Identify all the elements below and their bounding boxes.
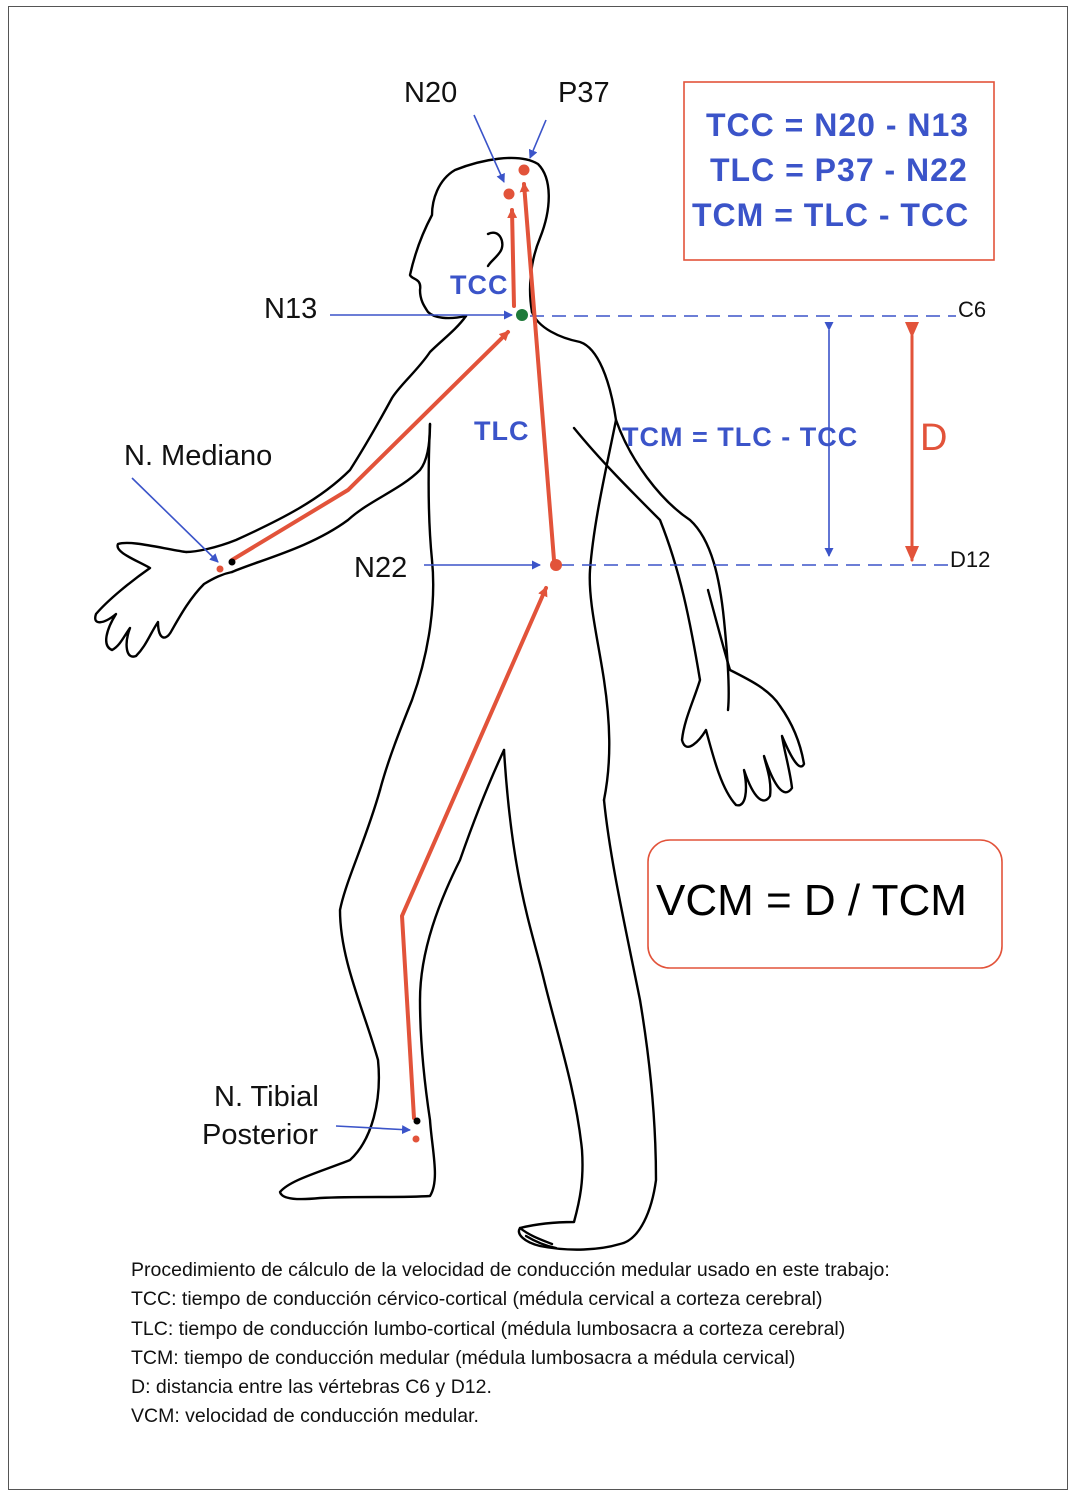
back-leg-outline bbox=[504, 750, 656, 1250]
caption-tcc: TCC: tiempo de conducción cérvico-cortic… bbox=[131, 1285, 1031, 1314]
n-tibial-label: N. Tibial bbox=[214, 1081, 319, 1113]
tcm-equation-label: TCM = TLC - TCC bbox=[622, 422, 858, 452]
n20-point bbox=[504, 189, 515, 200]
torso-back-outline bbox=[590, 420, 616, 800]
p37-point bbox=[519, 165, 530, 176]
vcm-box: VCM = D / TCM bbox=[648, 840, 1002, 968]
n-tibial-posterior-label: Posterior bbox=[202, 1119, 318, 1151]
front-arm-upper-outline bbox=[186, 316, 466, 552]
back-shoulder-outline bbox=[532, 312, 729, 710]
d-label: D bbox=[920, 417, 947, 459]
n20-pointer bbox=[474, 115, 504, 182]
tlc-label: TLC bbox=[474, 416, 529, 446]
n13-label: N13 bbox=[264, 293, 317, 325]
n-tibial-pointer bbox=[336, 1126, 410, 1130]
caption-tcm: TCM: tiempo de conducción medular (médul… bbox=[131, 1344, 1031, 1373]
formula-tcm: TCM = TLC - TCC bbox=[692, 197, 969, 233]
tibial-nerve-path bbox=[402, 588, 546, 1118]
formula-tcc: TCC = N20 - N13 bbox=[706, 107, 969, 143]
caption-title: Procedimiento de cálculo de la velocidad… bbox=[131, 1256, 1031, 1285]
n22-point bbox=[550, 559, 562, 571]
caption-tlc: TLC: tiempo de conducción lumbo-cortical… bbox=[131, 1315, 1031, 1344]
c6-label: C6 bbox=[958, 297, 986, 322]
n20-label: N20 bbox=[404, 77, 457, 109]
ear-outline bbox=[488, 233, 502, 266]
formula-box: TCC = N20 - N13 TLC = P37 - N22 TCM = TL… bbox=[684, 82, 994, 260]
n-mediano-label: N. Mediano bbox=[124, 440, 272, 472]
p37-label: P37 bbox=[558, 77, 610, 109]
tibial-stim-black bbox=[414, 1118, 421, 1125]
formula-tlc: TLC = P37 - N22 bbox=[710, 152, 968, 188]
n13-point bbox=[516, 309, 528, 321]
vcm-formula: VCM = D / TCM bbox=[656, 876, 967, 925]
human-figure-outline bbox=[95, 158, 804, 1250]
tcc-path bbox=[512, 210, 514, 306]
median-stim-red bbox=[217, 566, 224, 573]
n22-label: N22 bbox=[354, 552, 407, 584]
caption: Procedimiento de cálculo de la velocidad… bbox=[131, 1256, 1031, 1432]
caption-vcm: VCM: velocidad de conducción medular. bbox=[131, 1402, 1031, 1431]
conduction-pathways bbox=[232, 184, 912, 1118]
tcc-label: TCC bbox=[450, 270, 509, 300]
d12-label: D12 bbox=[950, 547, 990, 572]
torso-front-outline bbox=[380, 424, 433, 790]
tibial-stim-red bbox=[413, 1136, 420, 1143]
extended-hand-outline bbox=[95, 543, 232, 657]
p37-pointer bbox=[530, 120, 546, 158]
median-stim-black bbox=[229, 559, 236, 566]
median-nerve-path bbox=[232, 332, 508, 560]
caption-d: D: distancia entre las vértebras C6 y D1… bbox=[131, 1373, 1031, 1402]
